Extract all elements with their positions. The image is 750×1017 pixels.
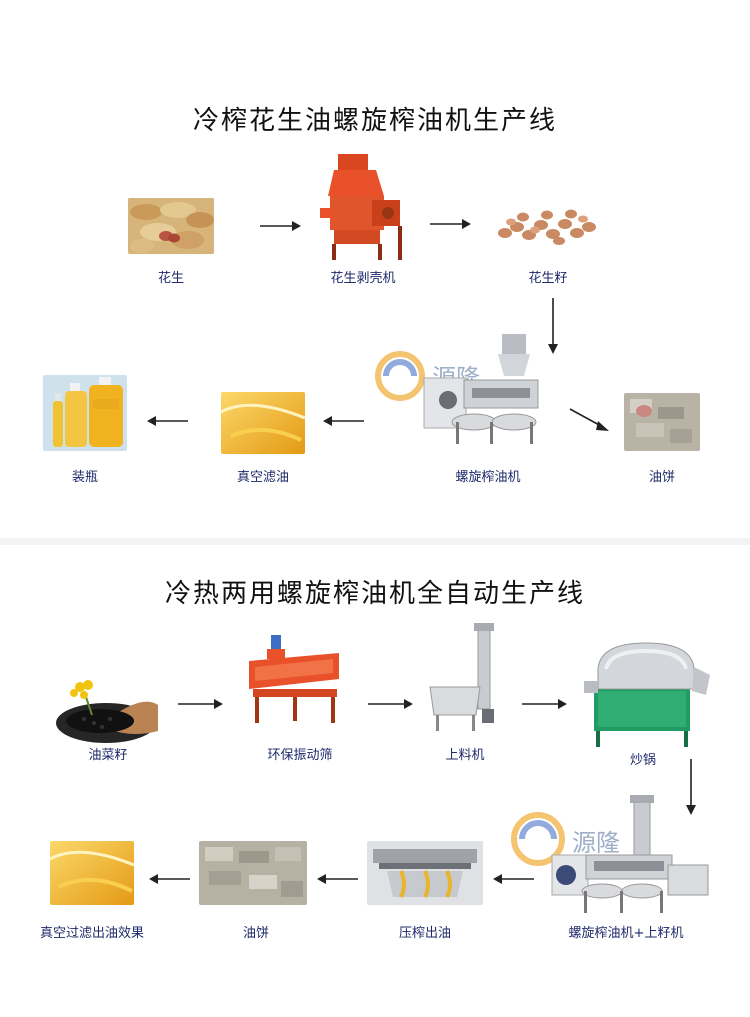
rapeseed-image [54, 675, 158, 745]
oil-bottles-image [43, 375, 127, 451]
arrow-right-icon [178, 699, 223, 709]
arrow-right-icon [260, 221, 301, 231]
arrow-diagonal-icon [569, 408, 609, 431]
arrow-down-icon [686, 759, 696, 815]
label-loader: 上料机 [445, 748, 485, 763]
arrow-left-icon [147, 416, 188, 426]
arrow-left-icon [317, 874, 358, 884]
section-title: 冷热两用螺旋榨油机全自动生产线 [164, 579, 585, 609]
label-sheller: 花生剥壳机 [330, 271, 396, 286]
arrow-left-icon [493, 874, 534, 884]
screw-press-image [418, 330, 548, 448]
arrow-left-icon [149, 874, 190, 884]
label-cake2: 油饼 [242, 926, 269, 941]
label-cake: 油饼 [648, 470, 675, 485]
label-kernel: 花生籽 [528, 271, 568, 286]
section-dual-press-auto-line: 冷热两用螺旋榨油机全自动生产线 油菜籽 环保振动筛 [0, 545, 750, 1017]
peanut-image [128, 198, 214, 254]
arrow-right-icon [430, 219, 471, 229]
loader-machine-image [428, 623, 502, 733]
label-press: 螺旋榨油机 [455, 470, 521, 485]
vibrating-screen-image [245, 633, 345, 727]
oil-cake-image [624, 393, 700, 451]
label-filter: 真空滤油 [236, 470, 289, 485]
label-screen: 环保振动筛 [267, 748, 333, 763]
result-oil-image [50, 841, 134, 905]
roaster-machine-image [580, 637, 712, 749]
label-peanut: 花生 [157, 271, 184, 286]
label-press-loader: 螺旋榨油机+上籽机 [568, 926, 684, 941]
arrow-right-icon [522, 699, 567, 709]
sheller-machine-image [316, 152, 410, 264]
arrow-right-icon [368, 699, 413, 709]
label-pressing: 压榨出油 [398, 926, 451, 941]
peanut-kernel-image [495, 205, 601, 247]
watermark-text: 源隆 [572, 829, 620, 857]
vacuum-filter-oil-image [221, 392, 305, 454]
pressing-oil-image [367, 841, 483, 905]
screw-press-loader-image [542, 795, 712, 917]
label-rapeseed: 油菜籽 [88, 748, 128, 763]
arrow-left-icon [323, 416, 364, 426]
section-cold-press-peanut: 冷榨花生油螺旋榨油机生产线 花生 [43, 106, 700, 485]
label-roaster: 炒锅 [629, 753, 656, 768]
yuanlong-watermark-logo: 源隆 [511, 812, 620, 866]
label-result: 真空过滤出油效果 [39, 926, 144, 941]
label-bottle: 装瓶 [71, 470, 98, 485]
oil-cake-image [199, 841, 307, 905]
section-divider [0, 538, 750, 547]
section-title: 冷榨花生油螺旋榨油机生产线 [192, 106, 557, 136]
arrow-down-icon [548, 298, 558, 354]
